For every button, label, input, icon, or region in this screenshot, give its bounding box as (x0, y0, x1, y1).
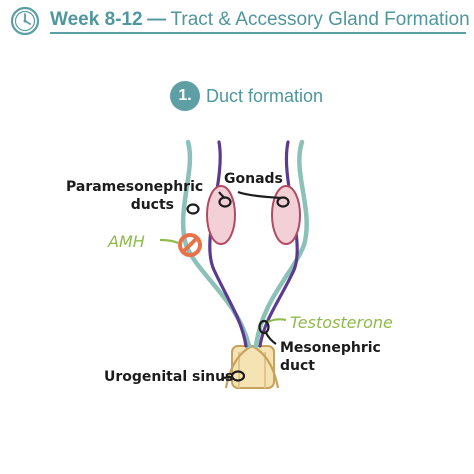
gonads (206, 185, 301, 245)
right-gonad (271, 185, 301, 245)
step-heading: 1. Duct formation (170, 80, 323, 112)
title-separator: — (147, 9, 167, 30)
label-pointers (186, 190, 290, 382)
title-topic: Tract & Accessory Gland Formation (170, 9, 470, 30)
testosterone-pointer (267, 318, 287, 323)
urogenital-sinus-label: Urogenital sinus (104, 369, 234, 385)
paramesonephric-label-line2: ducts (130, 197, 174, 213)
title-week: Week 8-12 (50, 9, 143, 30)
testosterone-label: Testosterone (290, 313, 393, 332)
amh-label: AMH (108, 232, 145, 251)
page-title: Week 8-12 — Tract & Accessory Gland Form… (50, 9, 470, 34)
left-mesonephric-duct (208, 140, 248, 348)
step-number-badge: 1. (170, 81, 200, 111)
mesonephric-label-line1: Mesonephric (280, 340, 381, 356)
mesonephric-label: Mesonephric duct (280, 339, 381, 375)
paramesonephric-label-line1: Paramesonephric (66, 179, 204, 195)
left-gonad (206, 185, 236, 245)
mesonephric-label-line2: duct (280, 358, 315, 374)
mesonephric-ducts (208, 140, 299, 348)
clock-icon (10, 6, 40, 36)
right-paramesonephric-duct (253, 139, 309, 349)
gonads-label: Gonads (224, 171, 283, 187)
urogenital-sinus (224, 344, 280, 389)
amh-inhibit-icon (159, 233, 202, 257)
page-header: Week 8-12 — Tract & Accessory Gland Form… (8, 6, 470, 36)
right-mesonephric-duct (258, 140, 299, 348)
step-label: Duct formation (206, 85, 324, 106)
paramesonephric-label: Paramesonephric ducts (66, 178, 204, 214)
